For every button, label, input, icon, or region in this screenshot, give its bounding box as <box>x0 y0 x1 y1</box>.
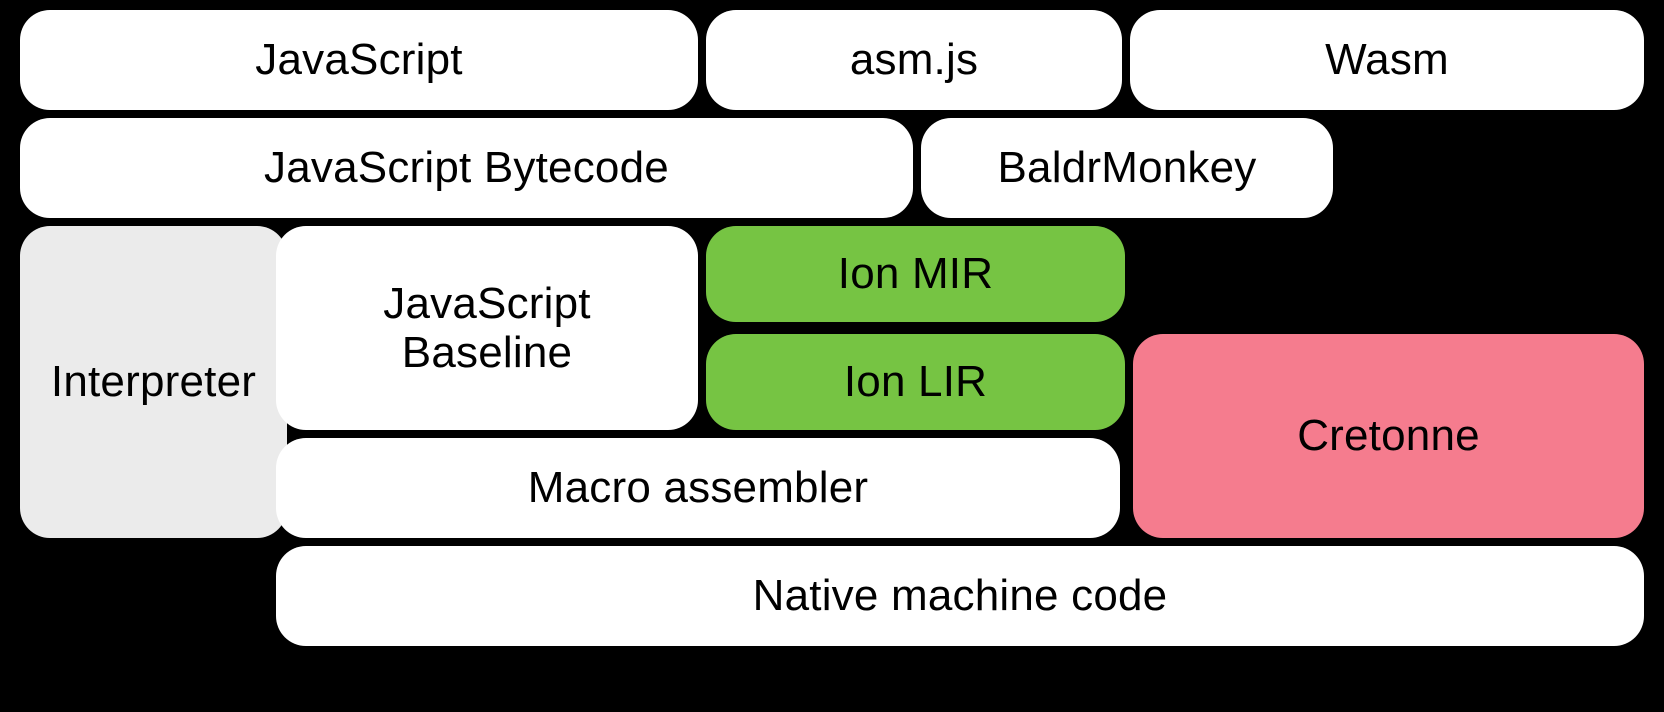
node-label-ion-lir: Ion LIR <box>843 357 988 407</box>
node-label-ion-mir: Ion MIR <box>837 249 994 299</box>
node-label-cretonne: Cretonne <box>1297 411 1480 461</box>
node-cretonne[interactable]: Cretonne <box>1133 334 1644 538</box>
node-label-baldrmonkey: BaldrMonkey <box>997 143 1257 193</box>
node-ion-mir[interactable]: Ion MIR <box>706 226 1125 322</box>
node-javascript-baseline[interactable]: JavaScript Baseline <box>276 226 698 430</box>
node-label-javascript-bytecode: JavaScript Bytecode <box>264 143 669 193</box>
node-interpreter[interactable]: Interpreter <box>20 226 287 538</box>
node-ion-lir[interactable]: Ion LIR <box>706 334 1125 430</box>
node-wasm[interactable]: Wasm <box>1130 10 1644 110</box>
node-javascript-bytecode[interactable]: JavaScript Bytecode <box>20 118 913 218</box>
node-javascript[interactable]: JavaScript <box>20 10 698 110</box>
node-label-javascript-baseline: JavaScript Baseline <box>383 278 591 377</box>
node-label-native-machine-code: Native machine code <box>752 571 1168 621</box>
node-label-asmjs: asm.js <box>849 35 979 85</box>
node-asmjs[interactable]: asm.js <box>706 10 1122 110</box>
node-label-interpreter: Interpreter <box>50 357 257 407</box>
node-label-macro-assembler: Macro assembler <box>527 463 869 513</box>
node-baldrmonkey[interactable]: BaldrMonkey <box>921 118 1333 218</box>
node-label-wasm: Wasm <box>1325 35 1449 85</box>
node-native-machine-code[interactable]: Native machine code <box>276 546 1644 646</box>
node-label-javascript: JavaScript <box>255 35 463 85</box>
node-macro-assembler[interactable]: Macro assembler <box>276 438 1120 538</box>
